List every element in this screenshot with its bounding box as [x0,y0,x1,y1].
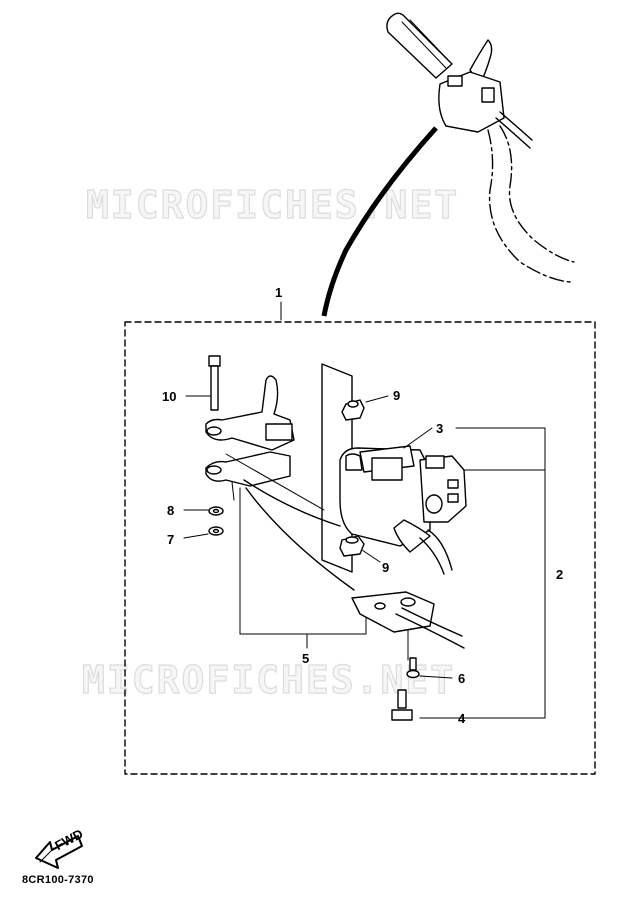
callout-9-top: 9 [393,388,400,403]
part-4-screw [391,689,413,721]
callout-4: 4 [458,711,466,726]
callout-2: 2 [556,567,563,582]
callout-8: 8 [167,503,174,518]
part-3-switch-assembly [339,445,467,575]
forward-arrow-icon: FWD [35,826,85,869]
callout-1: 1 [275,285,282,300]
part-code: 8CR100-7370 [22,874,94,886]
callout-5: 5 [302,651,309,666]
part-9-nut-top [341,399,365,421]
callout-6: 6 [458,671,465,686]
callout-3: 3 [436,421,443,436]
watermark-top: MICROFICHES.NET [86,183,459,227]
part-5-levers [205,375,355,591]
part-9-nut-bottom [339,535,365,557]
callout-9-bottom: 9 [382,560,389,575]
callout-7: 7 [167,532,174,547]
watermark-bottom: MICROFICHES.NET [82,658,455,702]
assembly-frame [124,321,596,775]
handlebar-illustration [321,12,575,317]
part-10-bolt [208,355,221,411]
callout-10: 10 [162,389,176,404]
part-6-screw [406,657,420,679]
lower-switch-bracket [351,591,465,649]
